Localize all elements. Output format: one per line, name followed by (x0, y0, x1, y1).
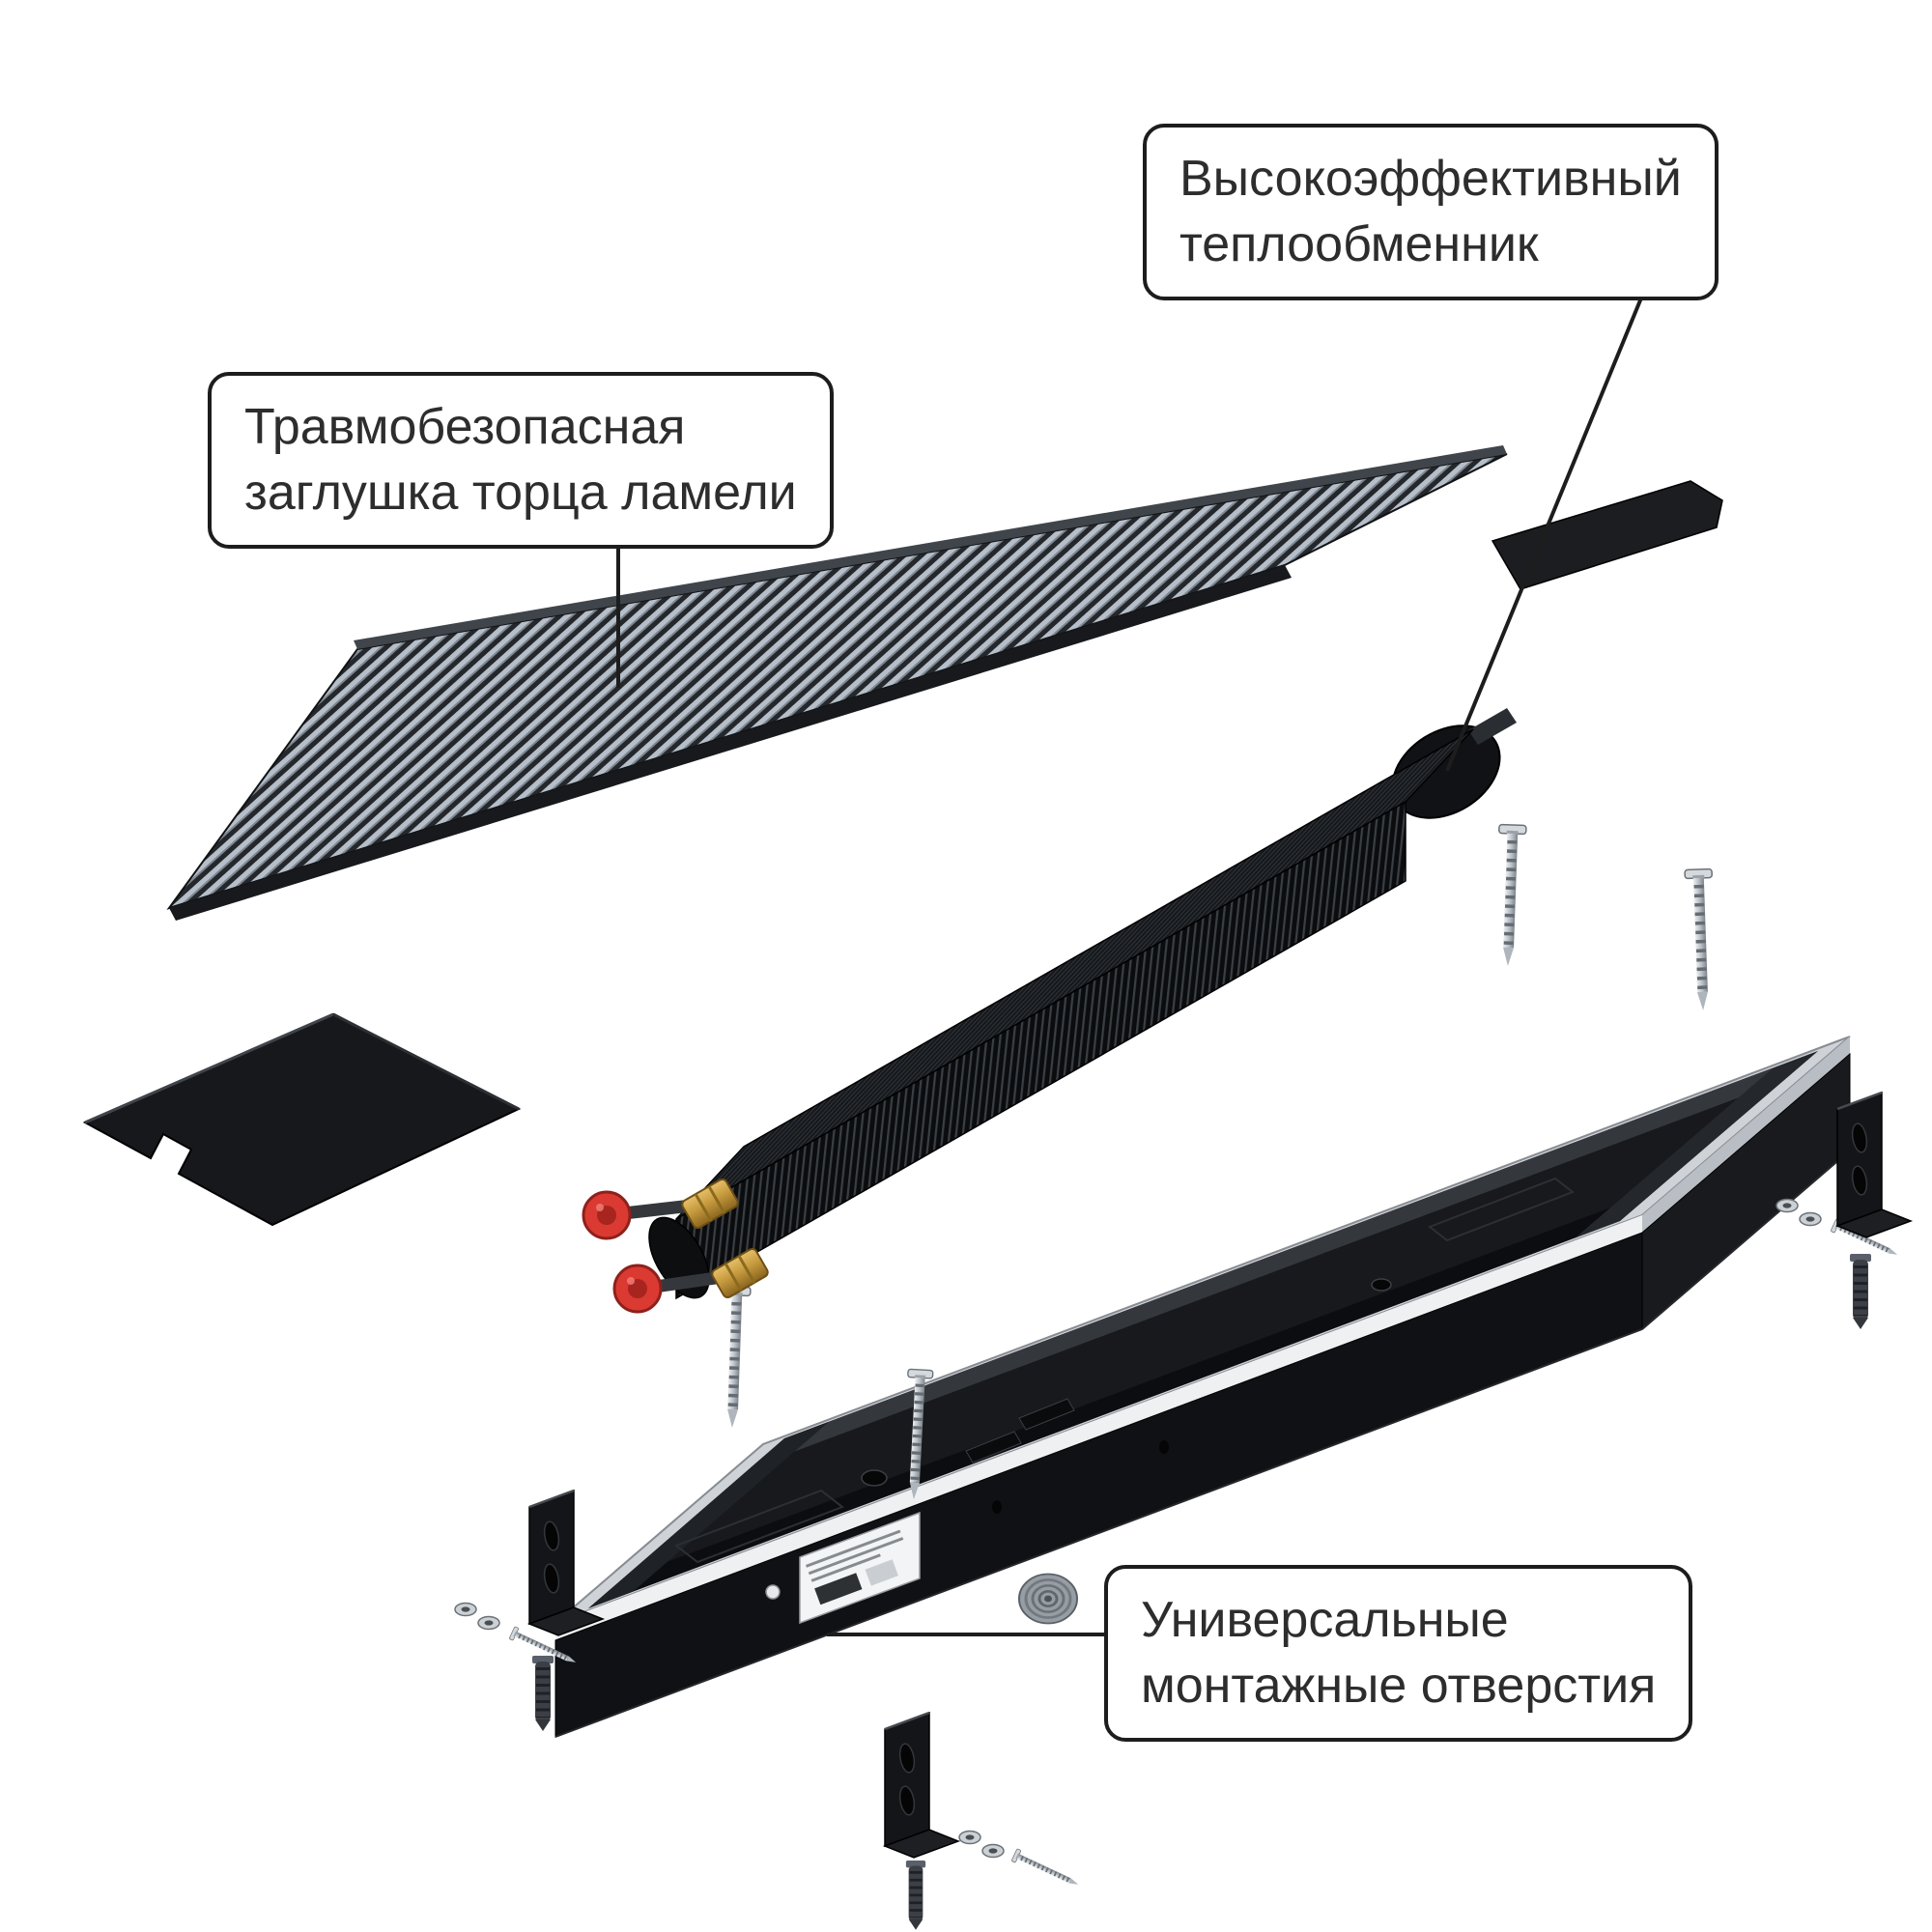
mounting-bracket-right (1835, 1091, 1913, 1239)
grille-near-edge (169, 565, 1292, 921)
washer (1799, 1211, 1822, 1227)
callout-mounting-holes: Универсальные монтажные отверстия (1104, 1565, 1693, 1743)
callout-heat-exchanger: Высокоэффективный теплообменник (1143, 124, 1719, 301)
grille-end-tab (1491, 480, 1723, 590)
valve-cap-red (612, 1264, 663, 1314)
screw (719, 1287, 751, 1429)
callout-heat-exchanger-line2: теплообменник (1179, 215, 1539, 272)
roll-up-grille (166, 445, 1723, 921)
connection-pipe (617, 1199, 698, 1220)
casing (554, 1036, 1851, 1738)
casing-bottom-edge (1641, 1150, 1851, 1330)
casing-interior (588, 1051, 1818, 1608)
washer (454, 1602, 477, 1617)
valve-cap-red (582, 1190, 632, 1240)
casing-opening-floor (588, 1051, 1818, 1608)
callout-heat-exchanger-line1: Высокоэффективный (1179, 151, 1682, 207)
inner-near-wall (588, 1191, 1655, 1608)
mounting-bracket-bottom (883, 1711, 960, 1860)
heat-exchanger (582, 708, 1517, 1314)
callout-lines (616, 295, 1644, 1636)
screw (1685, 869, 1717, 1011)
floor-knockout (673, 1489, 845, 1564)
callout-mounting-holes-line2: монтажные отверстия (1141, 1657, 1657, 1714)
washer (477, 1615, 500, 1631)
heat-exchanger-end-pipe (1468, 708, 1517, 745)
end-cap-edge-highlight (332, 1012, 520, 1111)
callout-lamella-end-cap-line2: заглушка торца ламели (244, 464, 797, 521)
brass-fitting (711, 1247, 769, 1299)
lamella-end-cap-plate (82, 1012, 522, 1227)
washer (958, 1830, 981, 1845)
washer (1776, 1198, 1799, 1213)
small-screw (1011, 1849, 1081, 1891)
inner-partition (1018, 1398, 1075, 1431)
drain-grommet (1017, 1573, 1079, 1625)
wall-mounting-hole (992, 1500, 1002, 1514)
wall-anchor (532, 1656, 554, 1731)
callout-mounting-holes-line1: Универсальные (1141, 1592, 1509, 1648)
wall-mounting-hole (1159, 1440, 1169, 1454)
wall-anchor (906, 1861, 925, 1930)
inner-left-wall (588, 1421, 830, 1608)
grille-far-edge-highlight (354, 445, 1507, 649)
nameplate-print (806, 1529, 904, 1605)
round-logo (765, 1584, 781, 1600)
inner-right-wall (1575, 1051, 1818, 1238)
inner-far-wall (750, 1051, 1818, 1468)
heat-exchanger-fins-front (675, 800, 1406, 1300)
connection-pipe (648, 1270, 729, 1293)
brass-fitting (681, 1178, 739, 1230)
wall-anchor (1850, 1254, 1871, 1329)
casing-bottom-edge (554, 1328, 1643, 1738)
floor-hole (861, 1469, 888, 1487)
casing-rim-front-lip (555, 1215, 1642, 1640)
end-cap-plate (82, 1012, 522, 1227)
floor-hole (1371, 1278, 1392, 1292)
screw (1494, 825, 1526, 967)
heat-exchanger-fins-top (675, 728, 1474, 1220)
inner-partition (965, 1431, 1022, 1463)
callout-line-heat-exchanger (1445, 295, 1644, 772)
washer (981, 1843, 1005, 1859)
floor-knockout (1427, 1177, 1576, 1242)
callout-lamella-end-cap-line1: Травмобезопасная (244, 399, 686, 455)
end-cap-edge-highlight (84, 1012, 334, 1124)
callout-lamella-end-cap: Травмобезопасная заглушка торца ламели (208, 372, 834, 550)
casing-rim-end-lip (1642, 1037, 1850, 1233)
